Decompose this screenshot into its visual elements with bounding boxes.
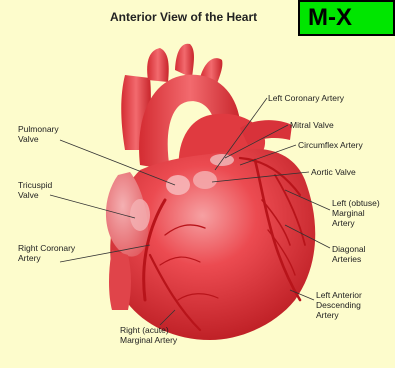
- label-pulmonary-valve: Pulmonary Valve: [18, 124, 59, 144]
- inferior-vena-cava: [109, 250, 131, 310]
- tricuspid-valve-region: [130, 199, 150, 231]
- aortic-valve-region: [193, 171, 217, 189]
- brachiocephalic-artery: [147, 48, 169, 82]
- label-right-acute-marginal-artery: Right (acute) Marginal Artery: [120, 325, 177, 345]
- left-common-carotid-artery: [175, 44, 194, 78]
- label-mitral-valve: Mitral Valve: [290, 120, 334, 130]
- label-circumflex-artery: Circumflex Artery: [298, 140, 363, 150]
- label-left-coronary-artery: Left Coronary Artery: [268, 93, 344, 103]
- label-right-coronary-artery: Right Coronary Artery: [18, 243, 75, 263]
- label-left-obtuse-marginal-artery: Left (obtuse) Marginal Artery: [332, 198, 380, 228]
- label-diagonal-arteries: Diagonal Arteries: [332, 244, 366, 264]
- label-left-anterior-descending-artery: Left Anterior Descending Artery: [316, 290, 362, 320]
- label-aortic-valve: Aortic Valve: [311, 167, 356, 177]
- pulmonary-valve-region: [166, 175, 190, 195]
- label-tricuspid-valve: Tricuspid Valve: [18, 180, 52, 200]
